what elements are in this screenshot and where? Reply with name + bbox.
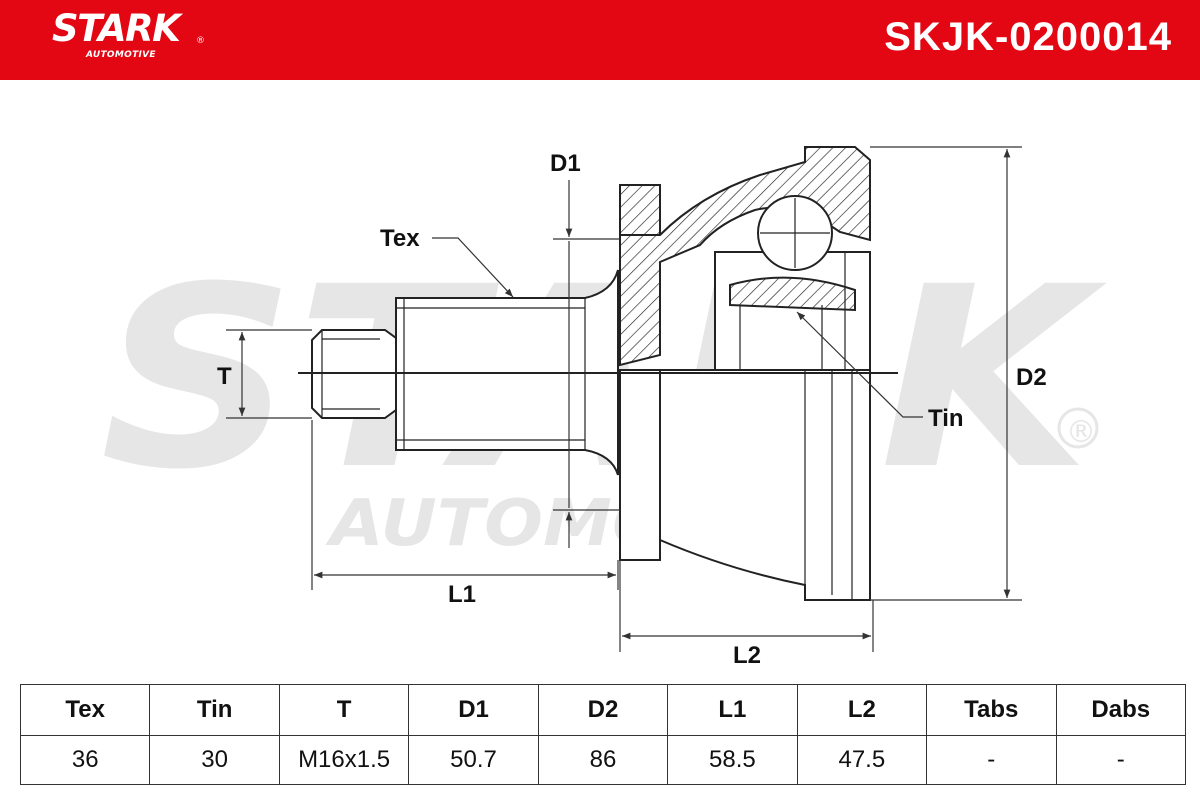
spec-value-d2: 86 [537, 735, 669, 785]
cv-joint-diagram: STARK AUTOMOTIVE ® [100, 146, 1108, 669]
label-l1: L1 [448, 581, 476, 608]
spec-value-l1: 58.5 [667, 735, 798, 785]
spec-table-header-row: Tex Tin T D1 D2 L1 L2 Tabs Dabs [19, 684, 1186, 736]
label-t: T [217, 363, 232, 390]
spec-header-t: T [278, 684, 410, 736]
dimension-lines [226, 146, 1022, 652]
spec-header-dabs: Dabs [1055, 684, 1186, 736]
brand-logo: STARK [52, 7, 181, 50]
watermark-registered: ® [1066, 415, 1096, 450]
brand-tagline: AUTOMOTIVE [86, 50, 156, 60]
label-d2: D2 [1016, 364, 1047, 391]
label-tin: Tin [928, 405, 964, 432]
spec-value-l2: 47.5 [796, 735, 928, 785]
joint-housing [619, 146, 871, 601]
label-tex: Tex [380, 225, 420, 252]
spec-header-l2: L2 [796, 684, 928, 736]
spec-table: Tex Tin T D1 D2 L1 L2 Tabs Dabs 36 30 M1… [19, 684, 1186, 785]
spec-header-l1: L1 [667, 684, 798, 736]
spec-value-dabs: - [1055, 735, 1186, 785]
watermark-registered-icon [1057, 407, 1099, 449]
spec-value-d1: 50.7 [408, 735, 539, 785]
spec-value-t: M16x1.5 [278, 735, 410, 785]
label-d1: D1 [550, 150, 581, 177]
spec-value-tex: 36 [19, 735, 151, 785]
part-number: SKJK-0200014 [884, 15, 1172, 59]
spec-header-d2: D2 [537, 684, 669, 736]
header-bar: STARK ® AUTOMOTIVE SKJK-0200014 [0, 0, 1200, 80]
spec-header-tabs: Tabs [926, 684, 1057, 736]
spec-header-tex: Tex [19, 684, 151, 736]
spec-header-tin: Tin [149, 684, 280, 736]
spec-header-d1: D1 [408, 684, 539, 736]
spec-value-tin: 30 [149, 735, 280, 785]
spec-table-value-row: 36 30 M16x1.5 50.7 86 58.5 47.5 - - [19, 735, 1186, 785]
spec-value-tabs: - [926, 735, 1057, 785]
brand-registered-mark: ® [196, 36, 205, 46]
label-l2: L2 [733, 642, 761, 669]
